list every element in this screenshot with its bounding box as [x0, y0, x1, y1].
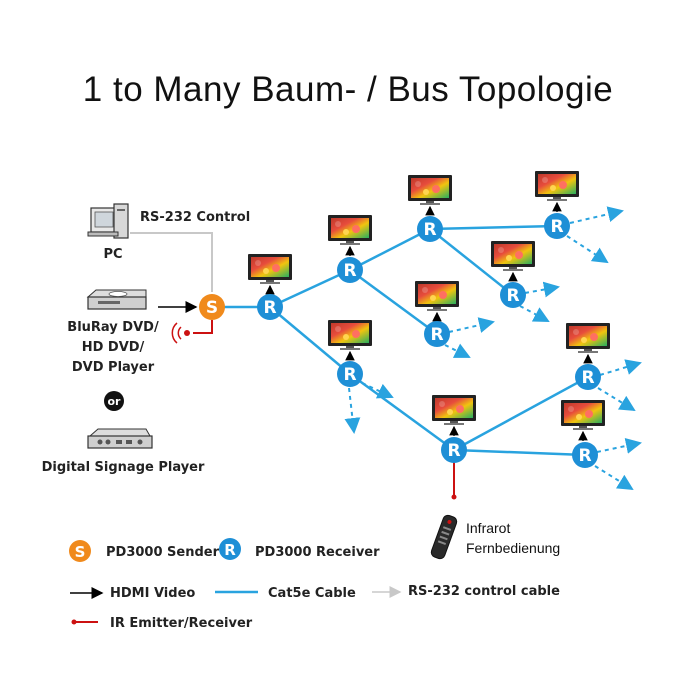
- legend-rs232-label: RS-232 control cable: [408, 584, 560, 599]
- receiver-node: R: [417, 216, 443, 242]
- tv-icon: [328, 215, 372, 245]
- legend-ir-label: IR Emitter/Receiver: [110, 616, 253, 631]
- extension-arrows: [344, 206, 642, 491]
- svg-text:R: R: [506, 286, 519, 306]
- receiver-node: R: [337, 257, 363, 283]
- legend: S PD3000 Sender R PD3000 Receiver HDMI V…: [69, 538, 560, 631]
- svg-text:R: R: [224, 541, 236, 559]
- tv-icon: [328, 320, 372, 350]
- bluray-label-line3: DVD Player: [72, 360, 155, 375]
- bluray-label-line2: HD DVD/: [82, 340, 145, 355]
- tv-icon: [432, 395, 476, 425]
- receiver-node: R: [424, 321, 450, 347]
- svg-text:R: R: [578, 446, 591, 466]
- displays: [248, 171, 610, 441]
- receiver-node: R: [544, 213, 570, 239]
- cat5e-cables: [212, 224, 589, 457]
- receiver-node: R: [575, 364, 601, 390]
- svg-text:or: or: [108, 395, 122, 408]
- remote-control-icon: [430, 514, 458, 560]
- page-title: 1 to Many Baum- / Bus Topologie: [82, 70, 614, 109]
- receiver-nodes: R R R R R R R R R R: [257, 213, 601, 468]
- pc-icon: [87, 203, 129, 239]
- svg-text:S: S: [206, 298, 218, 318]
- remote-label-line2: Fernbedienung: [466, 540, 560, 556]
- tv-icon: [408, 175, 452, 205]
- receiver-node: R: [257, 294, 283, 320]
- tv-icon: [561, 400, 605, 430]
- legend-sender-label: PD3000 Sender: [106, 545, 220, 560]
- bluray-label-line1: BluRay DVD/: [67, 320, 159, 335]
- bluray-player-icon: [86, 289, 147, 310]
- svg-text:R: R: [581, 368, 594, 388]
- receiver-node: R: [572, 442, 598, 468]
- pc-label: PC: [103, 247, 122, 262]
- svg-text:R: R: [423, 220, 436, 240]
- rs232-cable: [130, 232, 213, 292]
- receiver-node: R: [441, 437, 467, 463]
- ir-emitter-line: [193, 320, 213, 334]
- signage-label: Digital Signage Player: [42, 460, 205, 475]
- tv-icon: [248, 254, 292, 284]
- legend-receiver-label: PD3000 Receiver: [255, 545, 380, 560]
- ir-emitter-icon: [171, 322, 190, 344]
- svg-text:R: R: [550, 217, 563, 237]
- or-badge: or: [104, 391, 124, 411]
- tv-icon: [491, 241, 535, 271]
- svg-text:R: R: [343, 365, 356, 385]
- rs232-control-label: RS-232 Control: [140, 210, 250, 225]
- receiver-node: R: [337, 361, 363, 387]
- legend-receiver-icon: R: [219, 538, 241, 560]
- signage-player-icon: [87, 428, 153, 449]
- remote-label-line1: Infrarot: [466, 520, 510, 536]
- svg-text:R: R: [263, 298, 276, 318]
- sender-node: S: [199, 294, 225, 320]
- svg-text:R: R: [343, 261, 356, 281]
- legend-cat5e-label: Cat5e Cable: [268, 586, 356, 601]
- legend-sender-icon: S: [69, 540, 91, 562]
- legend-hdmi-label: HDMI Video: [110, 586, 195, 601]
- svg-text:R: R: [430, 325, 443, 345]
- svg-text:S: S: [75, 543, 86, 561]
- svg-text:R: R: [447, 441, 460, 461]
- tv-icon: [415, 281, 459, 311]
- tv-icon: [566, 323, 610, 353]
- tv-icon: [535, 171, 579, 201]
- receiver-node: R: [500, 282, 526, 308]
